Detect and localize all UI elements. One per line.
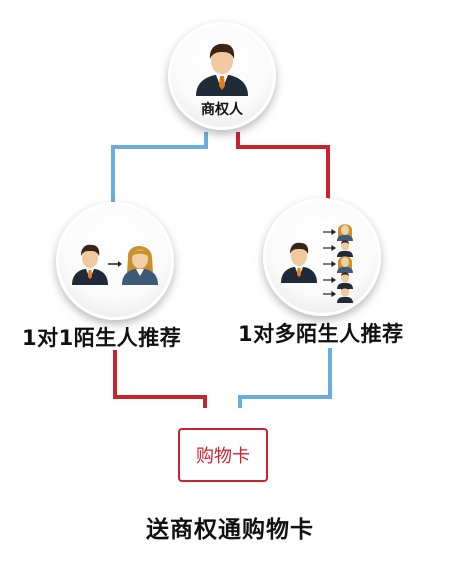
- small-person-icon: [337, 286, 353, 303]
- one-to-many-label: 1对多陌生人推荐: [238, 322, 404, 346]
- one-to-one-label: 1对1陌生人推荐: [22, 326, 182, 350]
- businessman-icon: [281, 242, 317, 283]
- node-one-to-one: [56, 202, 174, 320]
- businessman-icon: [72, 244, 108, 285]
- caption: 送商权通购物卡: [146, 517, 314, 543]
- connector-top-left: [111, 132, 208, 206]
- businessman-icon: [196, 43, 248, 96]
- owner-label: 商权人: [201, 102, 243, 118]
- arrow-icons: [323, 228, 337, 298]
- arrow-icon: [108, 261, 122, 267]
- connector-left-card: [113, 350, 207, 408]
- small-person-icon: [337, 224, 353, 241]
- connector-top-right: [236, 132, 330, 200]
- node-owner: 商权人: [168, 22, 276, 130]
- small-person-icon: [337, 240, 353, 257]
- small-person-icon: [337, 272, 353, 289]
- small-person-icon: [337, 256, 353, 273]
- node-one-to-many: [263, 198, 381, 316]
- woman-icon: [122, 246, 158, 285]
- shopping-card-box: 购物卡: [178, 428, 268, 482]
- connector-right-card: [238, 348, 332, 408]
